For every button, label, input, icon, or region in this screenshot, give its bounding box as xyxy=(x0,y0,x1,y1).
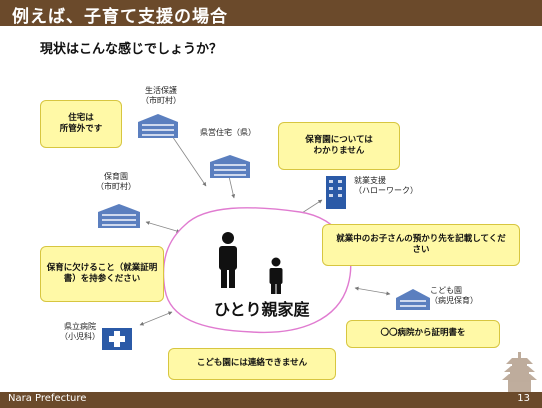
hoikuen-label: 保育園 （市町村） xyxy=(96,172,136,193)
shugyo-shien-building-icon xyxy=(326,176,346,209)
callout-housing-line2: 所管外です xyxy=(59,124,103,134)
footer-bar: Nara Prefecture 13 xyxy=(0,392,542,408)
callout-hoiku-lacking-line2: 書）を持参ください xyxy=(63,274,141,284)
kodomoen-building-icon xyxy=(396,289,430,310)
callout-employment-line1: 就業中のお子さんの預かり先を記載してくだ xyxy=(336,233,506,244)
shugyo-shien-label: 就業支援 （ハローワーク） xyxy=(354,176,418,197)
header-bar: 例えば、子育て支援の場合 xyxy=(0,0,542,27)
seikatsu-hogo-label: 生活保護 （市町村） xyxy=(136,86,186,107)
callout-housing: 住宅は 所管外です xyxy=(40,100,122,148)
hoikuen-sub: （市町村） xyxy=(96,182,136,192)
callout-housing-line1: 住宅は xyxy=(68,112,94,123)
callout-hoiku-lacking: 保育に欠けること（就業証明 書）を持参ください xyxy=(40,246,164,302)
seikatsu-hogo-sub: （市町村） xyxy=(141,96,181,106)
arrow-kodomoen xyxy=(354,286,391,296)
hoikuen-building-icon xyxy=(98,204,140,228)
callout-kodomoen-contact: こども園には連絡できません xyxy=(168,348,336,380)
shugyo-shien-name: 就業支援 xyxy=(354,176,386,185)
hoikuen-name: 保育園 xyxy=(104,172,128,181)
pagoda-decoration-icon xyxy=(502,352,537,392)
kodomoen-sub: （病児保育） xyxy=(430,296,478,306)
callout-certificate: 〇〇病院から証明書を xyxy=(346,320,500,348)
kodomoen-label: こども園 （病児保育） xyxy=(430,286,478,307)
shugyo-shien-sub: （ハローワーク） xyxy=(354,186,418,196)
arrow-kenritsu-byoin xyxy=(139,311,173,326)
callout-hoikuen-info-line2: わかりません xyxy=(313,146,365,156)
kenei-jutaku-label: 県営住宅（県） xyxy=(200,128,256,137)
seikatsu-hogo-building-icon xyxy=(138,114,178,138)
kenei-jutaku-building-icon xyxy=(210,155,250,178)
callout-employment: 就業中のお子さんの預かり先を記載してくだ さい xyxy=(322,224,520,266)
slide-title: 例えば、子育て支援の場合 xyxy=(12,7,228,27)
parent-figure-icon xyxy=(219,232,237,288)
kenritsu-byoin-name: 県立病院 xyxy=(64,322,96,331)
arrow-seikatsu-hogo xyxy=(167,129,207,187)
kenritsu-byoin-sub: （小児科） xyxy=(60,332,100,342)
callout-hoikuen-info-line1: 保育園については xyxy=(305,134,373,145)
kenritsu-byoin-label: 県立病院 （小児科） xyxy=(60,322,100,343)
arrow-hoikuen xyxy=(145,221,181,233)
hospital-building-icon xyxy=(102,328,132,350)
callout-employment-line2: さい xyxy=(412,245,430,255)
family-circle xyxy=(162,207,352,334)
footer-text: Nara Prefecture xyxy=(8,393,87,404)
child-figure-icon xyxy=(269,257,283,294)
callout-hoiku-lacking-line1: 保育に欠けること（就業証明 xyxy=(46,262,158,273)
seikatsu-hogo-name: 生活保護 xyxy=(145,86,177,95)
page-number: 13 xyxy=(517,393,530,404)
slide-subtitle: 現状はこんな感じでしょうか？ xyxy=(40,42,223,57)
callout-hoikuen-info: 保育園については わかりません xyxy=(278,122,400,170)
single-parent-family-label: ひとり親家庭 xyxy=(214,300,310,319)
kodomoen-name: こども園 xyxy=(430,286,462,295)
